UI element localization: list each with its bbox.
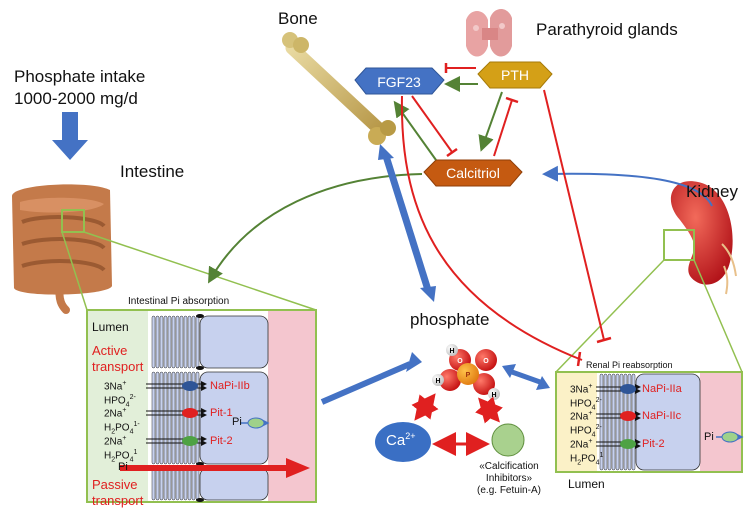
passive-transport-label: Passive transport	[92, 477, 144, 508]
fgf23-hormone-box: FGF23	[354, 67, 445, 95]
renal-row-3-ions: 2Na+ H2PO41	[570, 438, 604, 467]
svg-text:H: H	[491, 392, 496, 399]
renal-row-1-ions: 3Na+ HPO42-	[570, 383, 602, 412]
fgf23-label: FGF23	[377, 74, 421, 90]
fgf23-inhibits-renal-reabsorption	[400, 95, 583, 361]
passive-pi-label: Pi	[118, 461, 128, 473]
calcitriol-label: Calcitriol	[446, 165, 500, 181]
intestine-transporter-pit-2: Pit-2	[210, 435, 233, 447]
svg-text:O: O	[457, 358, 463, 365]
intestine-zoom-line-right	[83, 231, 317, 311]
intestine-lumen-label: Lumen	[92, 320, 129, 334]
calcification-inhibitors-label: «Calcification Inhibitors» (e.g. Fetuin-…	[477, 461, 541, 496]
pth-stimulates-calcitriol	[478, 91, 503, 152]
pth-hormone-box: PTH	[477, 61, 553, 89]
intake-title: Phosphate intake 1000-2000 mg/d	[14, 66, 145, 110]
calcitriol-to-intestine-arrow	[208, 173, 423, 284]
svg-text:P: P	[466, 372, 471, 379]
renal-transporter-napi-iia: NaPi-IIa	[642, 383, 682, 395]
calcium-phosphate-interaction-arrows	[411, 393, 503, 456]
calcitriol-hormone-box: Calcitriol	[423, 159, 523, 187]
renal-lumen-label: Lumen	[568, 477, 605, 491]
pth-label: PTH	[501, 67, 529, 83]
kidney-icon	[663, 181, 737, 295]
intestinal-panel	[86, 309, 317, 503]
pth-inhibits-renal-reabsorption	[543, 89, 605, 341]
calcification-inhibitor-circle	[491, 423, 525, 457]
intestine-epithelium	[146, 314, 269, 502]
bone-label: Bone	[278, 9, 318, 28]
kidney-label: Kidney	[686, 182, 738, 201]
renal-transporter-pit-2: Pit-2	[642, 438, 665, 450]
renal-row-2-ions: 2Na+ HPO42-	[570, 410, 602, 439]
calcitriol-inhibits-pth	[493, 99, 513, 157]
intestine-pi-out-label: Pi	[232, 416, 242, 428]
intestinal-panel-title: Intestinal Pi absorption	[128, 296, 230, 307]
kidney-zoom-line-left	[555, 259, 665, 373]
intestine-transporter-pit-1: Pit-1	[210, 407, 233, 419]
intake-title-line1: Phosphate intake	[14, 67, 146, 86]
kidney-to-calcitriol-arrow	[542, 165, 713, 207]
active-transport-label: Active transport	[92, 343, 144, 374]
intestine-label: Intestine	[120, 162, 185, 181]
kidney-zoom-line-right	[693, 259, 743, 373]
renal-panel-title: Renal Pi reabsorption	[586, 360, 673, 370]
phosphate-renal-exchange-arrow	[511, 369, 541, 385]
fgf23-inhibits-calcitriol	[411, 95, 453, 153]
calcium-label: Ca2+	[386, 431, 416, 449]
svg-text:H: H	[449, 348, 454, 355]
intestine-row-2-ions: 2Na+ H2PO41-	[104, 407, 140, 436]
renal-transporter-napi-iic: NaPi-IIc	[642, 410, 682, 422]
bone-phosphate-exchange-arrow	[382, 154, 432, 292]
phosphate-label: phosphate	[410, 310, 490, 329]
parathyroid-label: Parathyroid glands	[536, 20, 678, 39]
intake-arrow	[52, 112, 88, 160]
svg-text:H: H	[435, 378, 440, 385]
svg-text:O: O	[483, 358, 489, 365]
intestine-to-phosphate-arrow	[320, 361, 412, 405]
renal-pi-out-label: Pi	[704, 431, 714, 443]
calcium-ion-oval	[375, 422, 431, 462]
intestine-zoom-line-left	[61, 231, 88, 311]
phosphate-molecule-icon: H H H O O P	[432, 344, 500, 400]
intestine-row-3-ions: 2Na+ H2PO41	[104, 435, 138, 464]
intestine-transporter-napi-iib: NaPi-IIb	[210, 380, 250, 392]
parathyroid-icon	[466, 9, 512, 57]
renal-epithelium	[596, 373, 701, 471]
intake-title-line2: 1000-2000 mg/d	[14, 89, 138, 108]
bone-icon	[282, 32, 396, 145]
intestine-row-1-ions: 3Na+ HPO42-	[104, 380, 136, 409]
intestine-icon	[12, 184, 112, 314]
renal-panel	[555, 371, 744, 473]
